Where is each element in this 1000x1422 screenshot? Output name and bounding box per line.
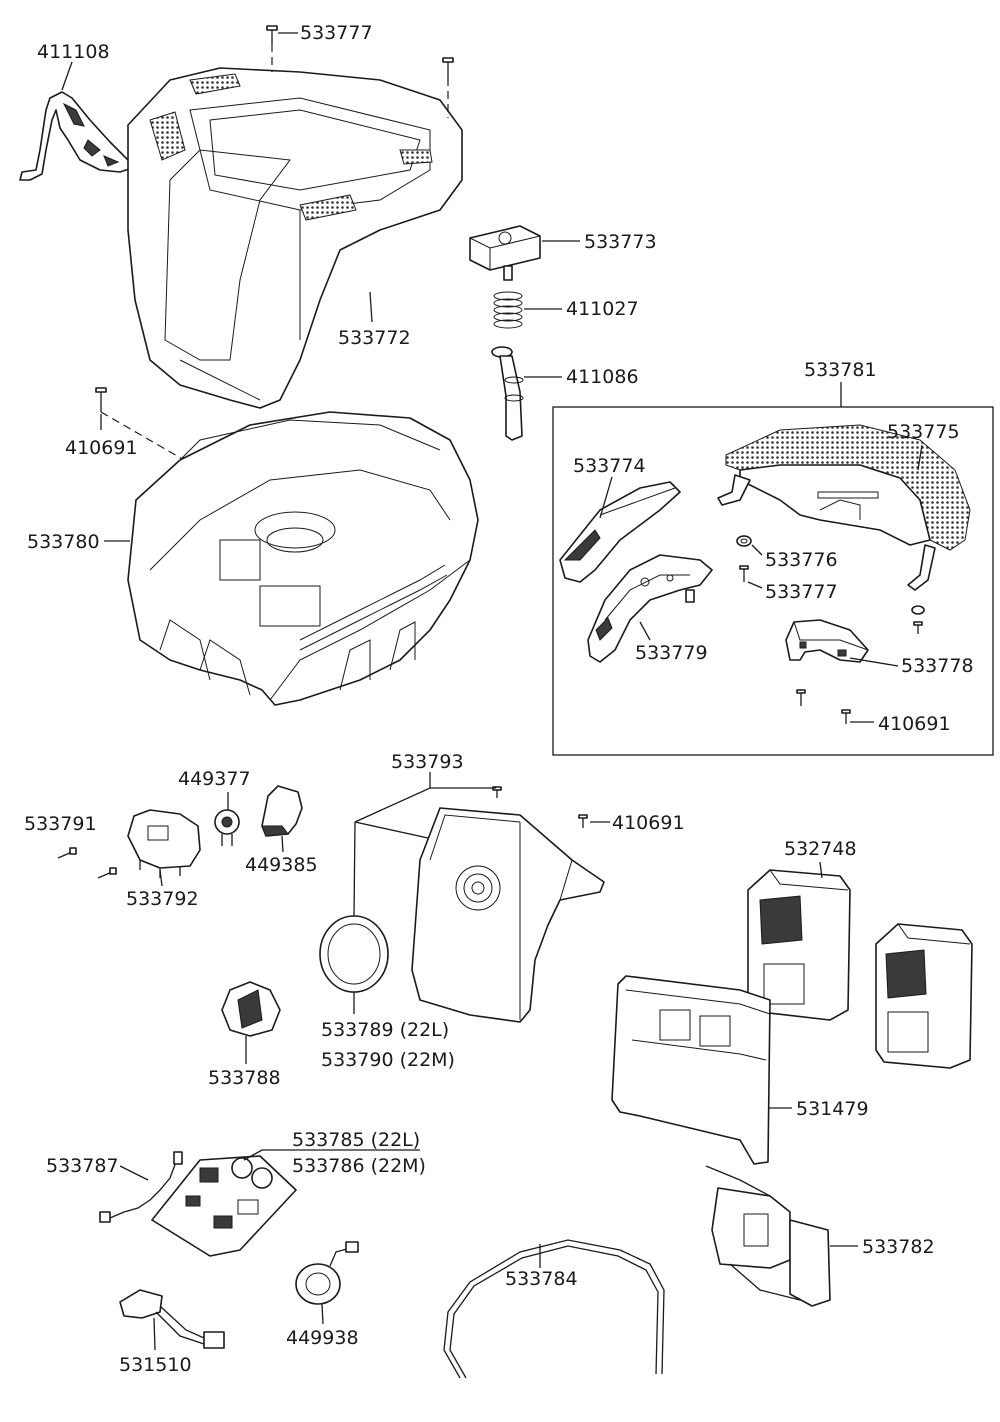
part-531510-cable [119, 1289, 225, 1349]
part-533777-screw-box [739, 565, 749, 582]
label-533789-22l: 533789 (22L) [321, 1019, 449, 1041]
label-410691-mid: 410691 [612, 812, 685, 834]
label-532748: 532748 [784, 838, 857, 860]
label-533790-22m: 533790 (22M) [321, 1049, 455, 1071]
part-533773-button [469, 225, 541, 281]
part-533772-top-cover [127, 67, 463, 409]
label-531479: 531479 [796, 1098, 869, 1120]
part-533778-latch [785, 619, 869, 663]
label-533785-22l: 533785 (22L) [292, 1129, 420, 1151]
part-533793-panel [411, 807, 605, 1023]
part-533775-handle-top [717, 424, 971, 591]
label-533778: 533778 [901, 655, 974, 677]
label-411108: 411108 [37, 41, 110, 63]
part-449938-buzzer [295, 1241, 359, 1305]
label-533774: 533774 [573, 455, 646, 477]
label-533786-22m: 533786 (22M) [292, 1155, 426, 1177]
label-533777-box: 533777 [765, 581, 838, 603]
leader-lines [61, 32, 923, 1351]
label-533776: 533776 [765, 549, 838, 571]
label-533791: 533791 [24, 813, 97, 835]
label-533775: 533775 [887, 421, 960, 443]
label-533792: 533792 [126, 888, 199, 910]
part-410691-screw-left [95, 387, 237, 491]
label-533784: 533784 [505, 1268, 578, 1290]
label-411086: 411086 [566, 366, 639, 388]
part-533787-sensor-wire [99, 1151, 183, 1223]
label-410691-left: 410691 [65, 437, 138, 459]
label-533782: 533782 [862, 1236, 935, 1258]
label-449938: 449938 [286, 1327, 359, 1349]
label-533781: 533781 [804, 359, 877, 381]
label-410691-box: 410691 [878, 713, 951, 735]
part-449377-potentiometer [214, 809, 240, 846]
label-533777-top: 533777 [300, 22, 373, 44]
part-533784-hose-inner [449, 1245, 659, 1379]
part-411108-strap [19, 91, 133, 181]
label-449385: 449385 [245, 854, 318, 876]
label-411027: 411027 [566, 298, 639, 320]
label-449377: 449377 [178, 768, 251, 790]
part-410691-screw-mid [578, 814, 588, 828]
part-screw-right-top [442, 57, 454, 118]
part-411086-pin [491, 346, 524, 441]
part-washer-screw-right [911, 605, 925, 634]
part-533777-screw-top [266, 25, 278, 72]
part-533792-switch [127, 809, 201, 878]
part-411027-spring [493, 291, 523, 329]
part-532748-battery-1 [747, 869, 851, 1021]
part-531479-battery-holder [611, 975, 771, 1165]
label-533780: 533780 [27, 531, 100, 553]
part-449385-bracket [261, 785, 303, 837]
label-533779: 533779 [635, 642, 708, 664]
part-533776-washer [736, 535, 752, 547]
label-533793: 533793 [391, 751, 464, 773]
part-533789-seal-ring [319, 915, 389, 993]
label-533788: 533788 [208, 1067, 281, 1089]
part-533774-handle-cap [559, 481, 681, 583]
part-533782-wiring-harness [705, 1165, 831, 1307]
part-533779-handle-body [587, 554, 713, 663]
part-533791-screws [57, 847, 117, 879]
label-533772: 533772 [338, 327, 411, 349]
label-533787: 533787 [46, 1155, 119, 1177]
part-533785-pcb [151, 1155, 297, 1257]
group-533781-box [552, 406, 994, 756]
label-531510: 531510 [119, 1354, 192, 1376]
part-533780-base-housing [127, 411, 479, 706]
part-533784-hose [443, 1239, 665, 1379]
part-533788-knob [221, 981, 281, 1037]
part-battery-2 [875, 923, 973, 1069]
part-533776-washer-hole [740, 538, 748, 544]
part-screw-box-lower [796, 689, 851, 724]
label-533773: 533773 [584, 231, 657, 253]
